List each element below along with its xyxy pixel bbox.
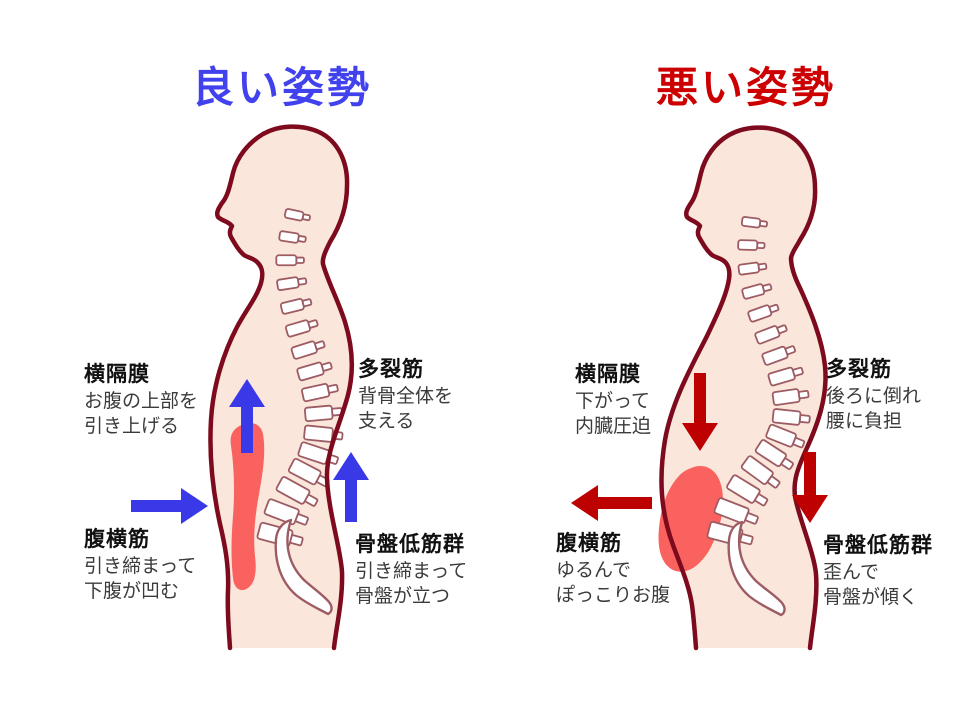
label-good-diaphragm: 横隔膜 お腹の上部を 引き上げる [84, 363, 199, 437]
muscle-name: 横隔膜 [575, 363, 641, 386]
muscle-name: 多裂筋 [358, 358, 424, 381]
bad-tailbone-icon [727, 520, 786, 617]
muscle-name: 腹横筋 [556, 532, 622, 555]
label-good-pelvic-floor: 骨盤低筋群 引き締まって 骨盤が立つ [355, 533, 468, 607]
good-transverse-abdominis-muscle-shape [230, 423, 265, 591]
bad-body-outline [659, 125, 828, 651]
muscle-name: 腹横筋 [84, 528, 150, 551]
good-body-outline [208, 124, 355, 651]
label-good-multifidus: 多裂筋 背骨全体を 支える [358, 358, 454, 432]
label-bad-pelvic-floor: 骨盤低筋群 歪んで 骨盤が傾く [823, 534, 933, 608]
abdomen-right-arrow-icon [131, 488, 208, 524]
muscle-name: 骨盤低筋群 [823, 534, 933, 557]
good-tailbone-icon [274, 518, 333, 616]
muscle-name: 骨盤低筋群 [355, 533, 465, 556]
pelvic-down-arrow-icon [792, 452, 828, 523]
label-bad-diaphragm: 横隔膜 下がって 内臓圧迫 [575, 363, 652, 437]
bad-spine-icon [706, 216, 811, 547]
label-bad-transverse-abdominis: 腹横筋 ゆるんで ぽっこりお腹 [556, 532, 671, 606]
abdomen-left-arrow-icon [571, 485, 652, 521]
good-spine-icon [256, 208, 344, 548]
label-good-transverse-abdominis: 腹横筋 引き締まって 下腹が凹む [84, 528, 197, 602]
diaphragm-down-arrow-icon [682, 373, 718, 451]
bad-posture-title: 悪い姿勢 [656, 64, 837, 111]
good-posture-figure [131, 124, 369, 651]
diaphragm-up-arrow-icon [229, 379, 265, 453]
muscle-name: 多裂筋 [826, 358, 892, 381]
bad-posture-figure [571, 125, 828, 651]
label-bad-multifidus: 多裂筋 後ろに倒れ 腰に負担 [826, 358, 922, 432]
muscle-name: 横隔膜 [84, 363, 150, 386]
pelvic-up-arrow-icon [333, 452, 369, 522]
good-posture-title: 良い姿勢 [192, 64, 373, 111]
